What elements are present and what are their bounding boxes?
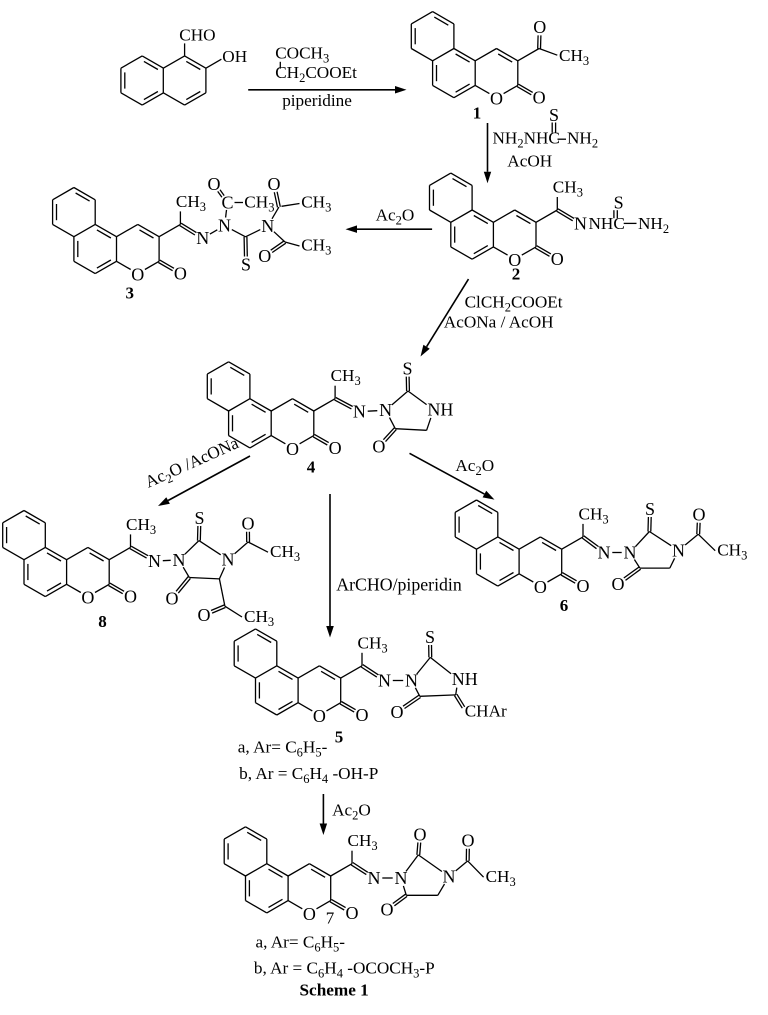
- svg-text:O: O: [372, 437, 385, 457]
- svg-text:O: O: [286, 439, 299, 459]
- svg-text:N: N: [218, 216, 231, 236]
- svg-text:O: O: [391, 702, 404, 722]
- svg-text:O: O: [612, 574, 625, 594]
- svg-text:N: N: [353, 402, 366, 422]
- svg-text:S: S: [194, 508, 204, 528]
- svg-text:O: O: [198, 605, 211, 625]
- svg-text:piperidine: piperidine: [282, 91, 352, 110]
- svg-text:O: O: [242, 513, 255, 533]
- svg-text:a, Ar= C6H5-: a, Ar= C6H5-: [238, 737, 328, 759]
- svg-text:3: 3: [126, 284, 135, 303]
- svg-text:AcONa / AcOH: AcONa / AcOH: [444, 312, 554, 331]
- svg-text:O: O: [490, 89, 503, 109]
- svg-text:N: N: [378, 670, 391, 690]
- svg-text:NHC: NHC: [589, 214, 625, 233]
- svg-text:OH: OH: [222, 47, 247, 66]
- svg-text:N: N: [379, 400, 392, 420]
- svg-text:O: O: [174, 264, 187, 284]
- svg-text:NH: NH: [427, 400, 453, 420]
- svg-text:a, Ar= C6H5-: a, Ar= C6H5-: [256, 933, 346, 955]
- svg-text:AcOH: AcOH: [507, 151, 552, 170]
- svg-text:N: N: [196, 228, 209, 248]
- svg-text:O: O: [356, 705, 369, 725]
- svg-text:O: O: [533, 88, 546, 108]
- svg-text:NH: NH: [452, 669, 478, 689]
- svg-text:C: C: [221, 192, 233, 212]
- svg-text:N: N: [672, 540, 685, 560]
- svg-text:ClCH2COOEt: ClCH2COOEt: [465, 292, 563, 314]
- svg-text:N: N: [624, 542, 637, 562]
- svg-text:O: O: [346, 903, 359, 923]
- svg-text:O: O: [551, 249, 564, 269]
- svg-text:N: N: [405, 670, 418, 690]
- svg-text:O: O: [166, 588, 179, 608]
- svg-text:CHAr: CHAr: [465, 702, 507, 721]
- svg-text:O: O: [414, 824, 427, 844]
- svg-text:S: S: [549, 105, 559, 125]
- svg-text:O: O: [208, 174, 221, 194]
- svg-text:6: 6: [560, 596, 569, 615]
- svg-text:S: S: [425, 627, 435, 647]
- svg-text:Scheme 1: Scheme 1: [300, 980, 369, 999]
- svg-text:Ac2O: Ac2O: [376, 205, 415, 227]
- svg-text:Ac2O: Ac2O: [455, 456, 494, 478]
- svg-text:N: N: [148, 551, 161, 571]
- svg-text:N: N: [598, 542, 611, 562]
- svg-text:8: 8: [98, 612, 107, 631]
- svg-text:N: N: [261, 216, 274, 236]
- svg-text:N: N: [395, 868, 408, 888]
- svg-text:S: S: [614, 193, 624, 213]
- svg-text:O: O: [381, 899, 394, 919]
- svg-text:N: N: [368, 868, 381, 888]
- svg-text:S: S: [645, 499, 655, 519]
- svg-text:b, Ar = C6H4 -OH-P: b, Ar = C6H4 -OH-P: [239, 764, 378, 786]
- svg-text:O: O: [268, 174, 281, 194]
- svg-text:b, Ar = C6H4 -OCOCH3-P: b, Ar = C6H4 -OCOCH3-P: [254, 958, 435, 980]
- svg-text:O: O: [533, 17, 546, 37]
- svg-text:5: 5: [335, 728, 344, 747]
- svg-text:O: O: [81, 588, 94, 608]
- svg-text:O: O: [131, 265, 144, 285]
- svg-text:O: O: [258, 246, 271, 266]
- svg-text:COCH3: COCH3: [275, 43, 329, 65]
- svg-text:2: 2: [512, 265, 521, 284]
- svg-text:O: O: [313, 706, 326, 726]
- svg-text:O: O: [462, 830, 475, 850]
- svg-text:Ac2O: Ac2O: [332, 800, 371, 822]
- svg-text:7: 7: [326, 909, 335, 928]
- svg-text:4: 4: [307, 458, 316, 477]
- svg-text:S: S: [402, 359, 412, 379]
- svg-text:1: 1: [473, 104, 482, 123]
- svg-text:N: N: [222, 549, 235, 569]
- svg-text:N: N: [574, 214, 587, 234]
- svg-text:O: O: [693, 504, 706, 524]
- svg-text:O: O: [329, 438, 342, 458]
- svg-text:S: S: [241, 254, 251, 274]
- svg-text:N: N: [443, 866, 456, 886]
- svg-text:CH2COOEt: CH2COOEt: [275, 63, 357, 85]
- svg-text:N: N: [173, 550, 186, 570]
- svg-text:O: O: [577, 576, 590, 596]
- svg-text:CHO: CHO: [179, 25, 215, 44]
- svg-text:O: O: [303, 904, 316, 924]
- svg-text:O: O: [534, 577, 547, 597]
- svg-text:NH2NHC: NH2NHC: [493, 129, 560, 151]
- svg-text:O: O: [124, 587, 137, 607]
- svg-text:ArCHO/piperidin: ArCHO/piperidin: [336, 575, 462, 595]
